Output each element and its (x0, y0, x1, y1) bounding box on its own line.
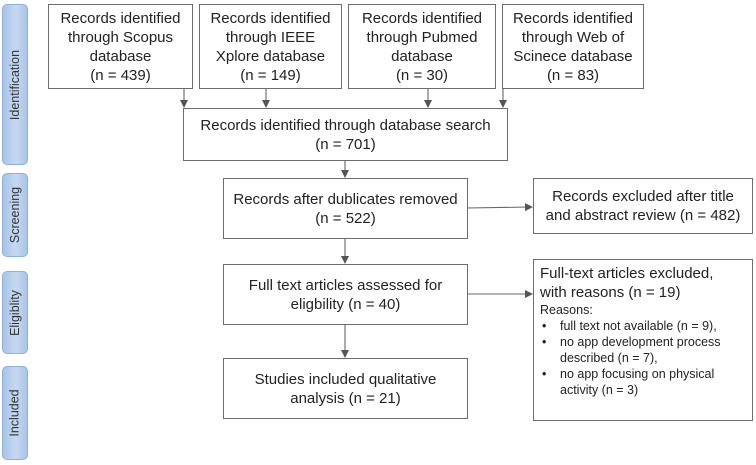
source-box-ieee: Records identified through IEEE Xplore d… (199, 4, 342, 89)
source-line: database (89, 47, 152, 65)
source-line: through Pubmed (366, 28, 478, 46)
source-line: Scinece database (513, 47, 633, 65)
fulltext-assessed-box: Full text articles assessed for eligbili… (223, 264, 468, 325)
reason-item: • no app development process described (… (540, 334, 746, 366)
excluded-title-abstract-box: Records excluded after title and abstrac… (533, 178, 753, 234)
bullet-icon: • (542, 367, 547, 381)
phase-screening: Screening (2, 173, 28, 257)
arrow-dedup-to-excluded (466, 203, 533, 212)
combined-label: Records identified through database sear… (200, 116, 491, 134)
source-count: (n = 83) (546, 66, 600, 84)
dedup-label: Records after dublicates removed (233, 190, 458, 208)
source-line: database (391, 47, 453, 65)
reason-item: • full text not available (n = 9), (540, 318, 746, 334)
reason-text: no app development process (560, 335, 721, 349)
source-line: Records identified (512, 9, 634, 27)
fulltext-label: Full text articles assessed for (248, 276, 443, 294)
reason-text: full text not available (n = 9), (560, 319, 717, 333)
source-count: (n = 149) (240, 66, 301, 84)
source-box-web-of-science: Records identified through Web of Scinec… (502, 4, 644, 89)
phase-screening-label: Screening (8, 186, 23, 244)
reason-text: no app focusing on physical (560, 367, 715, 381)
phase-eligibility: Eligiblity (2, 271, 28, 354)
source-line: Records identified (361, 9, 483, 27)
fulltext-count: eligbility (n = 40) (290, 295, 401, 313)
reasons-label: Reasons: (540, 303, 593, 317)
source-count: (n = 30) (395, 66, 449, 84)
excluded-title-line: and abstract review (n = 482) (545, 207, 741, 224)
source-line: through Web of (521, 28, 625, 46)
excluded-fulltext-count: with reasons (n = 19) (540, 284, 681, 301)
combined-count: (n = 701) (315, 135, 376, 153)
combined-records-box: Records identified through database sear… (183, 108, 508, 161)
source-line: Records identified (60, 9, 181, 27)
included-label: Studies included qualitative (254, 370, 437, 388)
dedup-count: (n = 522) (315, 209, 376, 227)
phase-included: Included (2, 366, 28, 460)
reason-text: activity (n = 3) (560, 383, 639, 397)
reason-item: • no app focusing on physical activity (… (540, 366, 746, 398)
source-line: through Scopus (67, 28, 174, 46)
phase-eligibility-label: Eligiblity (8, 289, 23, 336)
excluded-title-line: Records excluded after title (552, 188, 734, 205)
phase-identification-label: Identification (8, 49, 22, 120)
bullet-icon: • (542, 335, 547, 349)
source-count: (n = 439) (90, 66, 151, 84)
dedup-records-box: Records after dublicates removed (n = 52… (223, 178, 468, 239)
excluded-fulltext-box: Full-text articles excluded, with reason… (533, 259, 753, 421)
source-line: Xplore database (215, 47, 326, 65)
phase-included-label: Included (8, 389, 23, 437)
included-count: analysis (n = 21) (290, 389, 401, 407)
reason-text: described (n = 7), (560, 351, 658, 365)
phase-identification: Identification (2, 4, 28, 165)
included-studies-box: Studies included qualitative analysis (n… (223, 358, 468, 419)
source-box-scopus: Records identified through Scopus databa… (48, 4, 193, 89)
source-line: through IEEE (225, 28, 316, 46)
source-box-pubmed: Records identified through Pubmed databa… (348, 4, 496, 89)
source-line: Records identified (210, 9, 331, 27)
excluded-fulltext-heading: Full-text articles excluded, (540, 265, 714, 282)
bullet-icon: • (542, 319, 547, 333)
